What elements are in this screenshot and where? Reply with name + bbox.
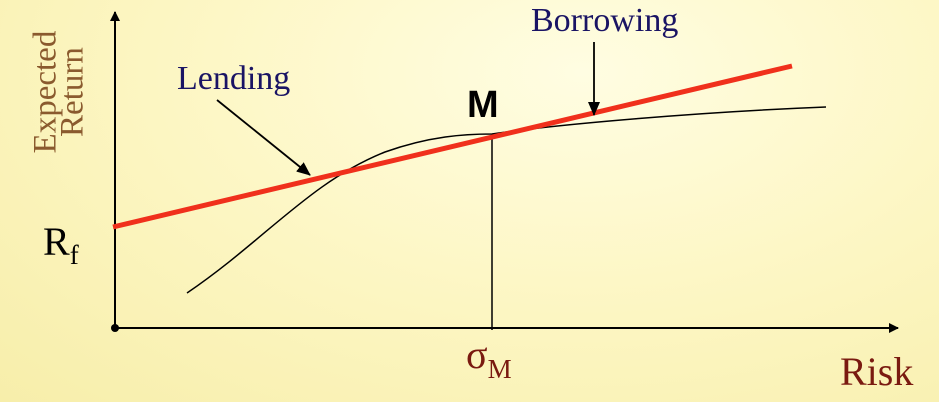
- market-portfolio-label: M: [467, 84, 499, 126]
- sigma-m-label: σM: [466, 335, 512, 383]
- capital-market-line: [112, 63, 793, 230]
- sigma-base: σ: [466, 332, 488, 377]
- risk-free-subscript: f: [69, 240, 79, 270]
- risk-free-rate-label: Rf: [43, 222, 79, 269]
- borrowing-label: Borrowing: [531, 2, 679, 39]
- risk-free-base: R: [43, 219, 70, 264]
- y-axis-label: Expected Return: [19, 22, 99, 162]
- origin-dot: [111, 324, 119, 332]
- sigma-subscript: M: [487, 354, 512, 384]
- y-axis-label-line2: Return: [54, 47, 90, 137]
- lending-label: Lending: [177, 60, 291, 97]
- x-axis-label: Risk: [840, 349, 914, 394]
- efficient-frontier-curve: [186, 106, 827, 294]
- lending-pointer-arrow: [216, 99, 311, 176]
